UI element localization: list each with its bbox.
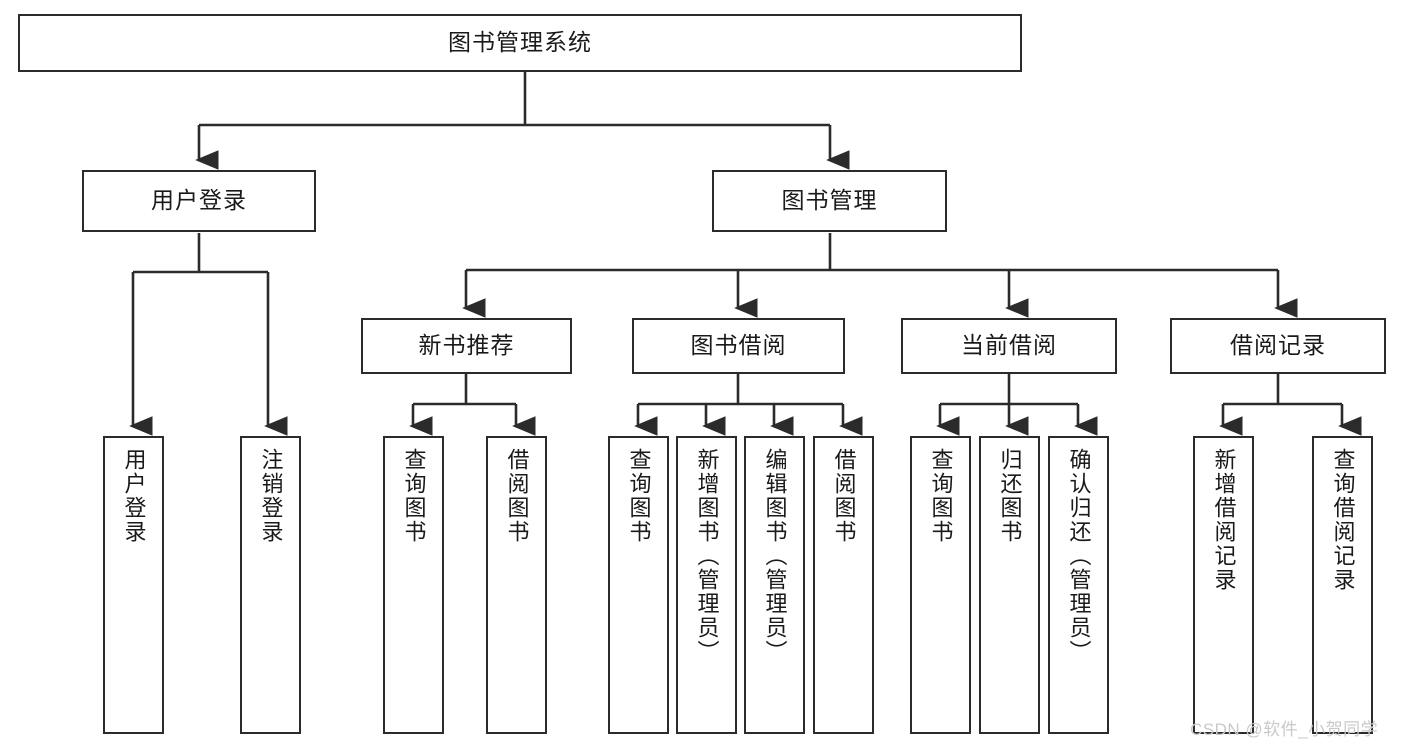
leaf-current-return-book-label: 归还图书 (997, 448, 1023, 544)
node-book-management[interactable]: 图书管理 (712, 170, 947, 232)
node-user-login-label: 用户登录 (151, 187, 247, 214)
leaf-record-add-borrow-record[interactable]: 新增借阅记录 (1193, 436, 1254, 734)
leaf-borrow-edit-book-admin[interactable]: 编辑图书（管理员） (744, 436, 805, 734)
node-current-borrow-label: 当前借阅 (961, 332, 1057, 359)
leaf-borrow-add-book-admin-label: 新增图书（管理员） (694, 448, 720, 664)
leaf-borrow-add-book-admin[interactable]: 新增图书（管理员） (676, 436, 737, 734)
node-root[interactable]: 图书管理系统 (18, 14, 1022, 72)
leaf-borrow-query-book-label: 查询图书 (626, 448, 652, 544)
leaf-record-add-borrow-record-label: 新增借阅记录 (1211, 448, 1237, 592)
node-new-book-recommend-label: 新书推荐 (418, 332, 515, 359)
node-borrow-record[interactable]: 借阅记录 (1170, 318, 1386, 374)
leaf-newbook-borrow-book-label: 借阅图书 (504, 448, 530, 544)
leaf-record-query-borrow-record[interactable]: 查询借阅记录 (1312, 436, 1373, 734)
watermark-text: CSDN @软件_小贺同学 (1190, 720, 1379, 739)
leaf-current-confirm-return-admin[interactable]: 确认归还（管理员） (1048, 436, 1109, 734)
leaf-current-return-book[interactable]: 归还图书 (979, 436, 1040, 734)
leaf-newbook-query-book[interactable]: 查询图书 (383, 436, 444, 734)
leaf-borrow-edit-book-admin-label: 编辑图书（管理员） (762, 448, 788, 664)
leaf-login-user-login-label: 用户登录 (121, 448, 147, 544)
leaf-newbook-query-book-label: 查询图书 (401, 448, 427, 544)
leaf-current-query-book-label: 查询图书 (928, 448, 954, 544)
leaf-newbook-borrow-book[interactable]: 借阅图书 (486, 436, 547, 734)
node-root-label: 图书管理系统 (448, 29, 592, 56)
leaf-current-query-book[interactable]: 查询图书 (910, 436, 971, 734)
node-book-management-label: 图书管理 (781, 187, 878, 214)
node-book-borrow-label: 图书借阅 (690, 332, 787, 359)
node-new-book-recommend[interactable]: 新书推荐 (361, 318, 572, 374)
leaf-borrow-query-book[interactable]: 查询图书 (608, 436, 669, 734)
leaf-current-confirm-return-admin-label: 确认归还（管理员） (1066, 448, 1092, 664)
leaf-login-logout-label: 注销登录 (258, 448, 284, 544)
leaf-borrow-borrow-book-label: 借阅图书 (831, 448, 857, 544)
leaf-borrow-borrow-book[interactable]: 借阅图书 (813, 436, 874, 734)
node-book-borrow[interactable]: 图书借阅 (632, 318, 845, 374)
node-borrow-record-label: 借阅记录 (1230, 332, 1326, 359)
leaf-login-logout[interactable]: 注销登录 (240, 436, 301, 734)
node-user-login[interactable]: 用户登录 (82, 170, 316, 232)
node-current-borrow[interactable]: 当前借阅 (901, 318, 1117, 374)
leaf-record-query-borrow-record-label: 查询借阅记录 (1330, 448, 1356, 592)
leaf-login-user-login[interactable]: 用户登录 (103, 436, 164, 734)
